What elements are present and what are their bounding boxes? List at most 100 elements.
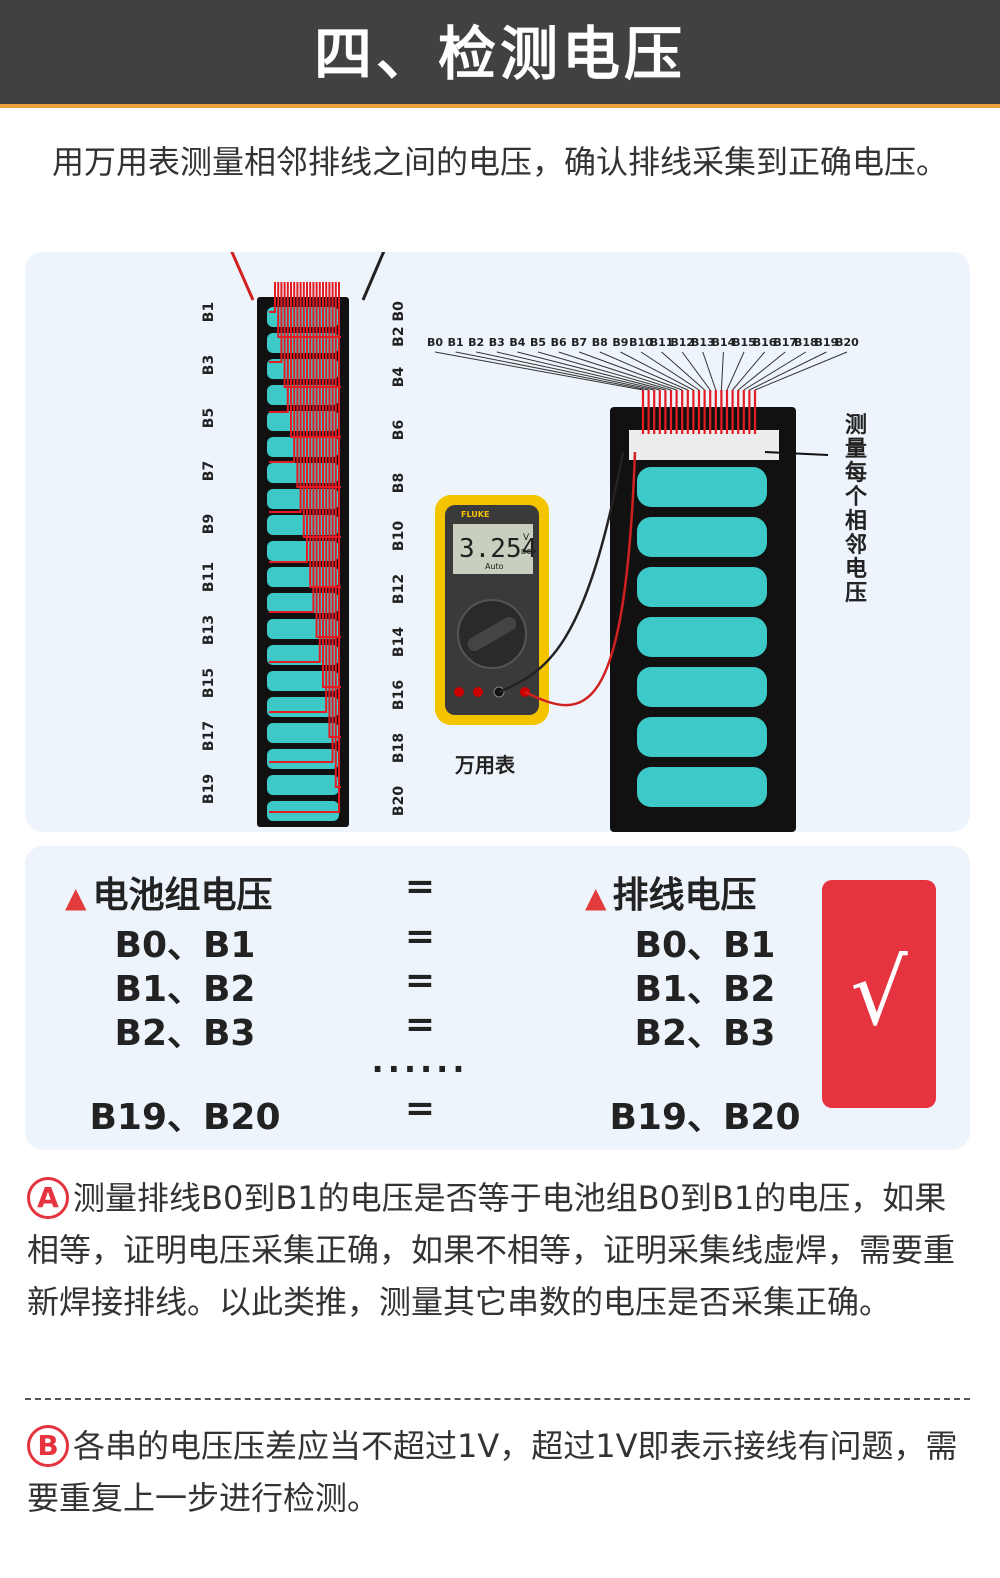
sampling-wire: [269, 282, 276, 313]
cable-pin-label: B7: [571, 336, 587, 349]
cable-pin-label: B1: [448, 336, 464, 349]
right-cell-label: B6: [391, 420, 407, 440]
black-probe: [361, 252, 386, 301]
pin-leader-line: [681, 351, 711, 391]
row-left: B2、B3: [114, 1013, 256, 1054]
left-cell-label: B11: [201, 562, 217, 592]
battery-cell: [637, 467, 767, 507]
cable-pin-label: B5: [530, 336, 546, 349]
row-equals: =: [404, 1088, 436, 1129]
cable-pin-label: B18: [794, 336, 818, 349]
meter-brand: FLUKE: [461, 510, 489, 519]
multimeter-label: 万用表: [454, 753, 516, 777]
pin-leader-line: [726, 351, 745, 391]
circle-a-icon: A: [27, 1177, 69, 1219]
left-cell-label: B1: [201, 302, 217, 322]
sampling-wire: [269, 282, 334, 763]
multimeter: FLUKE 3.254 V DC Auto: [435, 495, 549, 725]
comparison-row: B19、B20 = B19、B20: [25, 1088, 970, 1138]
cable-pin-label: B10: [629, 336, 653, 349]
right-battery-pack: [610, 390, 796, 832]
pin-leader-line: [702, 351, 717, 391]
comparison-row: B2、B3 = B2、B3: [25, 1004, 970, 1054]
comparison-row: B0、B1 = B0、B1: [25, 916, 970, 966]
meter-screen: [453, 524, 533, 574]
pin-leader-line: [455, 351, 649, 391]
header-battery-voltage: ▲电池组电压: [65, 875, 273, 916]
sampling-wire: [269, 282, 328, 713]
comparison-row: B1、B2 = B1、B2: [25, 960, 970, 1010]
sampling-wire: [269, 282, 340, 813]
battery-cell: [267, 541, 339, 561]
battery-cell: [637, 517, 767, 557]
battery-cell: [267, 697, 339, 717]
row-right: B2、B3: [634, 1013, 776, 1054]
battery-cell: [267, 593, 339, 613]
pin-leader-line: [640, 351, 700, 391]
battery-cell: [637, 617, 767, 657]
pin-leader-line: [737, 351, 786, 391]
battery-cell: [267, 671, 339, 691]
side-note-text: 测量每个相邻电压: [845, 413, 868, 606]
pin-leader-line: [620, 351, 694, 391]
row-right: B19、B20: [609, 1097, 801, 1138]
left-cell-label: B3: [201, 355, 217, 375]
row-equals: =: [404, 1004, 436, 1045]
sampling-wire: [269, 282, 302, 513]
right-cell-label: B10: [391, 521, 407, 551]
left-cell-label: B15: [201, 668, 217, 698]
cable-pin-label: B15: [732, 336, 756, 349]
header-cable-voltage: ▲排线电压: [585, 875, 757, 916]
row-right: B0、B1: [634, 925, 776, 966]
red-probe: [230, 252, 255, 301]
sampling-wire: [269, 282, 289, 413]
comparison-header-row: ▲电池组电压 = ▲排线电压: [25, 866, 970, 916]
cable-pin-label: B20: [835, 336, 859, 349]
sampling-wire: [269, 282, 283, 363]
page-title: 四、检测电压: [313, 20, 686, 88]
row-right: B1、B2: [634, 969, 776, 1010]
left-cell-label: B7: [201, 461, 217, 481]
cable-pin-label: B14: [712, 336, 736, 349]
row-equals: =: [404, 960, 436, 1001]
sampling-wire: [328, 282, 341, 738]
cable-pin-label: B9: [612, 336, 628, 349]
note-b-text: 各串的电压压差应当不超过1V，超过1V即表示接线有问题，需要重复上一步进行检测。: [27, 1427, 958, 1517]
right-cell-label: B20: [391, 786, 407, 816]
pin-leader-line: [720, 351, 724, 391]
note-a-text: 测量排线B0到B1的电压是否等于电池组B0到B1的电压，如果相等，证明电压采集正…: [27, 1179, 956, 1321]
triangle-icon: ▲: [585, 881, 607, 914]
dashed-divider: [25, 1398, 970, 1400]
pin-leader-line: [558, 351, 677, 391]
page-header: 四、检测电压: [0, 0, 1000, 108]
cable-pin-label: B3: [489, 336, 505, 349]
left-cell-label: B13: [201, 615, 217, 645]
pin-leader-line: [434, 351, 644, 391]
pin-leader-line: [749, 351, 827, 391]
right-cell-label: B2 B0: [391, 301, 407, 347]
battery-cell: [267, 723, 339, 743]
right-cell-label: B8: [391, 473, 407, 493]
comparison-panel: ▲电池组电压 = ▲排线电压 B0、B1 = B0、B1 B1、B2 = B1、…: [25, 846, 970, 1150]
sampling-wire: [269, 282, 315, 613]
cable-pin-label: B6: [551, 336, 567, 349]
cable-pin-label: B0: [427, 336, 443, 349]
left-battery-pack: [257, 282, 349, 827]
header-equals: =: [404, 866, 436, 907]
meter-dc: DC: [521, 548, 531, 556]
battery-cell: [267, 749, 339, 769]
pin-leader-line: [537, 351, 672, 391]
sampling-wire: [309, 282, 341, 588]
pin-leader-line: [754, 351, 848, 391]
row-left: B19、B20: [89, 1097, 281, 1138]
battery-cell: [637, 717, 767, 757]
meter-unit: V: [523, 533, 530, 543]
right-cell-label: B14: [391, 627, 407, 657]
intro-text: 用万用表测量相邻排线之间的电压，确认排线采集到正确电压。: [52, 143, 949, 181]
pin-leader-line: [476, 351, 655, 391]
cable-pin-label: B8: [592, 336, 608, 349]
pin-leader-line: [579, 351, 683, 391]
